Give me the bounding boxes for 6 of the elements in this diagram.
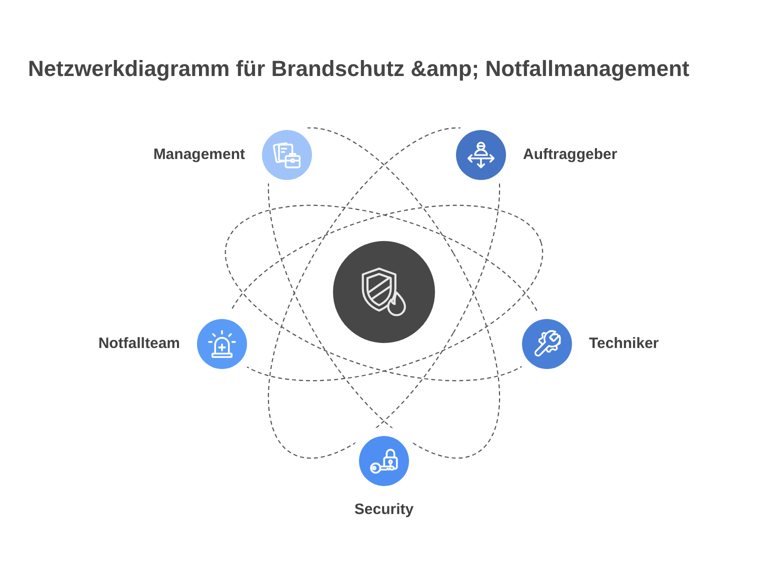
role-label: Auftraggeber — [523, 146, 618, 164]
role-label: Techniker — [589, 335, 659, 353]
role-label: Notfallteam — [98, 335, 180, 353]
role-label: Management — [153, 146, 245, 164]
role-label: Security — [354, 501, 414, 519]
diagram-title: Netzwerkdiagramm für Brandschutz &amp; Notfallmanagement — [28, 56, 690, 82]
